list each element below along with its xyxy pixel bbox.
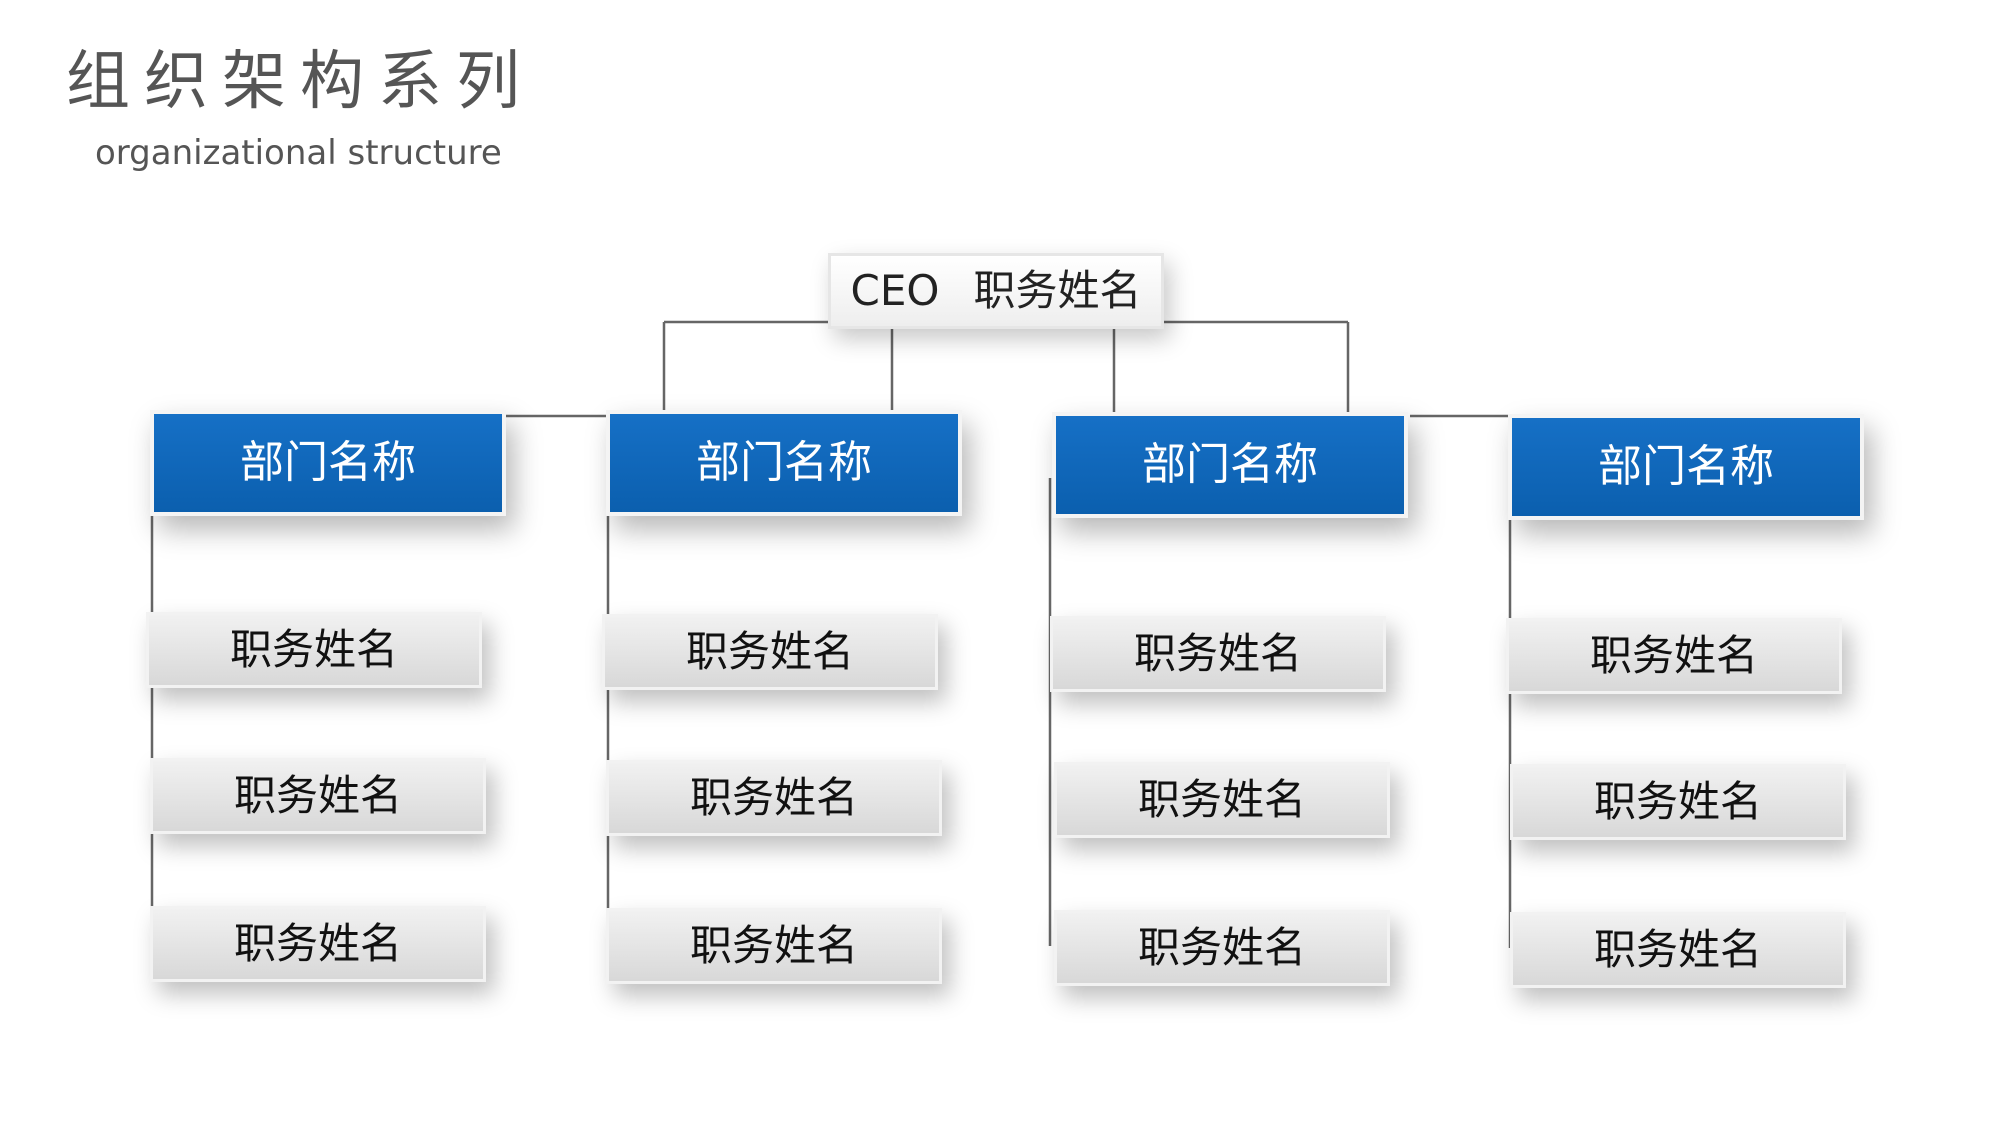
position-box-4-1: 职务姓名: [1506, 618, 1842, 694]
position-box-3-1: 职务姓名: [1050, 616, 1386, 692]
page-subtitle: organizational structure: [95, 133, 502, 173]
position-box-3-2: 职务姓名: [1054, 762, 1390, 838]
position-box-4-3: 职务姓名: [1510, 912, 1846, 988]
department-box-1: 部门名称: [150, 410, 506, 516]
position-box-1-2: 职务姓名: [150, 758, 486, 834]
department-box-4: 部门名称: [1508, 414, 1864, 520]
position-box-4-2: 职务姓名: [1510, 764, 1846, 840]
position-box-2-3: 职务姓名: [606, 908, 942, 984]
ceo-name: 职务姓名: [973, 266, 1142, 315]
position-box-2-1: 职务姓名: [602, 614, 938, 690]
page-title: 组织架构系列: [66, 45, 534, 119]
ceo-tag: CEO: [850, 266, 940, 315]
position-box-3-3: 职务姓名: [1054, 910, 1390, 986]
department-box-3: 部门名称: [1052, 412, 1408, 518]
position-box-1-3: 职务姓名: [150, 906, 486, 982]
department-box-2: 部门名称: [606, 410, 962, 516]
ceo-box: CEO 职务姓名: [828, 253, 1164, 329]
position-box-2-2: 职务姓名: [606, 760, 942, 836]
position-box-1-1: 职务姓名: [146, 612, 482, 688]
